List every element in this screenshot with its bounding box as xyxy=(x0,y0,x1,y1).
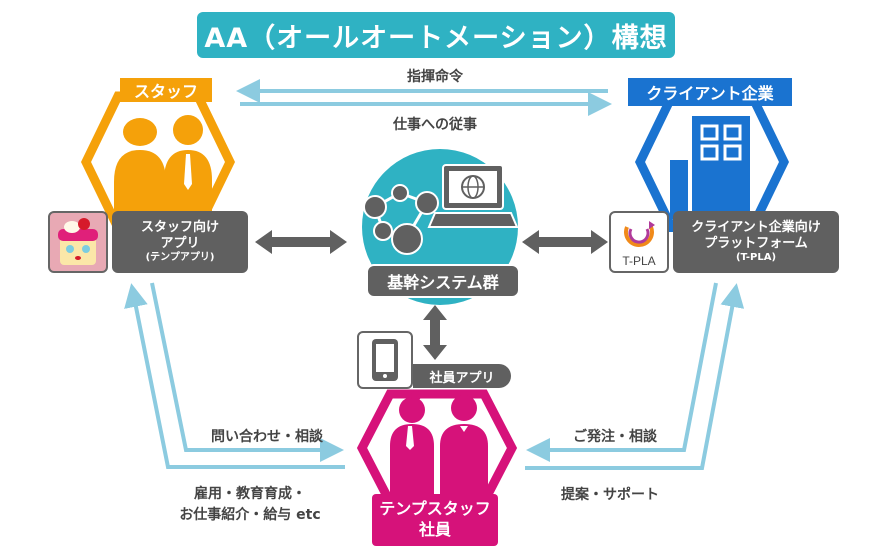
tpla-logo-box[interactable]: T-PLA xyxy=(609,211,669,273)
smartphone-icon xyxy=(372,339,398,381)
arrow-proposal xyxy=(525,283,745,470)
staff-hexagon xyxy=(80,91,236,232)
label-work: 仕事への従事 xyxy=(393,117,477,133)
client-tag: クライアント企業 xyxy=(628,78,792,106)
tpla-logo-icon: T-PLA xyxy=(622,221,656,268)
employee-tag-line2: 社員 xyxy=(418,520,451,539)
network-users-icon xyxy=(363,184,439,255)
double-arrow-right xyxy=(522,230,608,254)
client-platform-box[interactable]: クライアント企業向け プラットフォーム (T-PLA) xyxy=(673,211,839,273)
label-command: 指揮命令 xyxy=(407,69,463,85)
diagram-title: AA（オールオートメーション）構想 xyxy=(197,12,675,58)
double-arrow-left xyxy=(255,230,347,254)
label-employment-line1: 雇用・教育育成・ xyxy=(194,486,306,502)
client-platform-line2: プラットフォーム xyxy=(704,235,808,251)
staff-app-icon[interactable] xyxy=(48,211,108,273)
core-system-label[interactable]: 基幹システム群 xyxy=(366,264,520,298)
tpla-logo-text: T-PLA xyxy=(622,254,655,268)
building-icon xyxy=(666,116,756,219)
staff-app-line2: アプリ xyxy=(160,235,200,251)
arrow-employment xyxy=(124,283,345,469)
label-employment: 雇用・教育育成・ お仕事紹介・給与 etc xyxy=(160,484,340,526)
staff-app-line3: (テンプアプリ) xyxy=(145,252,215,263)
staff-app-line1: スタッフ向け xyxy=(140,219,219,235)
client-platform-line3: (T-PLA) xyxy=(735,252,777,263)
arrow-order xyxy=(526,282,718,462)
staff-app-box[interactable]: スタッフ向け アプリ (テンプアプリ) xyxy=(112,211,248,273)
cake-mascot-icon xyxy=(58,218,98,265)
double-arrow-vertical xyxy=(423,305,447,360)
employee-tag-line1: テンプスタッフ xyxy=(379,499,491,519)
label-order: ご発注・相談 xyxy=(573,429,657,445)
business-people-icon xyxy=(390,391,488,506)
laptop-globe-icon xyxy=(427,164,519,228)
staff-tag: スタッフ xyxy=(120,78,212,102)
arrow-inquiry xyxy=(150,282,344,462)
employee-hexagon xyxy=(356,389,518,507)
label-proposal: 提案・サポート xyxy=(561,487,659,503)
label-inquiry: 問い合わせ・相談 xyxy=(211,429,323,445)
employee-app-label[interactable]: 社員アプリ xyxy=(413,364,511,388)
employee-app-icon-box[interactable] xyxy=(357,331,413,389)
client-platform-line1: クライアント企業向け xyxy=(691,219,821,235)
employee-tag: テンプスタッフ 社員 xyxy=(372,494,498,546)
label-employment-line2: お仕事紹介・給与 etc xyxy=(179,507,321,523)
